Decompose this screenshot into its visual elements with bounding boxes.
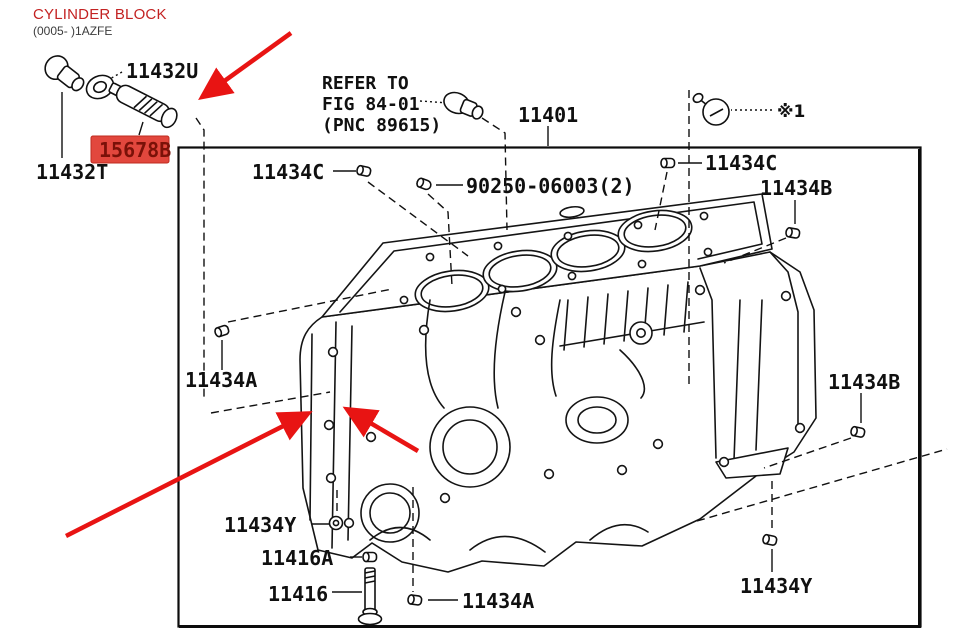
part-label-11434B-top[interactable]: 11434B: [760, 176, 832, 200]
part-label-11416A[interactable]: 11416A: [261, 546, 333, 570]
leader-solid-lines: [61, 71, 862, 601]
refer-note-line3: (PNC 89615): [322, 115, 441, 136]
red-arrow-long: [64, 411, 313, 539]
plug-icon-11434b-top[interactable]: [785, 227, 801, 239]
footnote-marker: ※1: [777, 102, 805, 122]
part-label-15678B[interactable]: 15678B: [99, 138, 171, 162]
part-label-11434A-left[interactable]: 11434A: [185, 368, 257, 392]
ring-gasket-icon-11434y[interactable]: [328, 515, 344, 531]
washer-icon[interactable]: [83, 71, 118, 103]
plug-icon-11434a-bottom[interactable]: [407, 594, 423, 606]
part-label-11434A-bottom[interactable]: 11434A: [462, 589, 534, 613]
plug-icon-11434c-right[interactable]: [660, 157, 676, 169]
part-label-11432T[interactable]: 11432T: [36, 160, 108, 184]
part-label-11434Y-bottom-right[interactable]: 11434Y: [740, 574, 812, 598]
plug-icon-11434a-left[interactable]: [214, 324, 230, 338]
part-label-11434C-left[interactable]: 11434C: [252, 160, 324, 184]
part-label-11401[interactable]: 11401: [518, 103, 578, 127]
plug-icon-11434y-right[interactable]: [762, 533, 778, 546]
page-subtitle: (0005- )1AZFE: [33, 24, 113, 39]
union-bolt-icon[interactable]: [40, 51, 89, 96]
pin-icon-90250[interactable]: [416, 177, 432, 191]
part-label-90250-06003[interactable]: 90250-06003(2): [466, 174, 635, 198]
oil-nozzle-icon[interactable]: [106, 79, 180, 130]
part-label-11416[interactable]: 11416: [268, 582, 328, 606]
taper-plug-icon[interactable]: [692, 92, 730, 126]
part-label-11434C-right[interactable]: 11434C: [705, 151, 777, 175]
plug-icon-11416a[interactable]: [362, 551, 378, 563]
refer-note-line1: REFER TO: [322, 73, 409, 94]
leader-dashed-lines: [195, 90, 948, 592]
refer-note-line2: FIG 84-01: [322, 94, 420, 115]
red-arrow-top: [198, 31, 293, 101]
cylinder-block-drawing: [299, 193, 817, 573]
part-label-11434B-right[interactable]: 11434B: [828, 370, 900, 394]
diagram-header: CYLINDER BLOCK (0005- )1AZFE: [33, 6, 167, 39]
page-title: CYLINDER BLOCK: [33, 6, 167, 23]
refer-sensor-icon[interactable]: [441, 89, 487, 123]
stud-bolt-icon-11416[interactable]: [357, 567, 383, 626]
part-label-11434Y-bottom-left[interactable]: 11434Y: [224, 513, 296, 537]
plug-icon-11434c-left[interactable]: [356, 164, 372, 177]
part-label-11432U[interactable]: 11432U: [126, 59, 198, 83]
highlighted-part-box[interactable]: [90, 135, 170, 164]
plug-icon-11434b-right[interactable]: [850, 425, 866, 438]
pointer-arrows: [64, 31, 420, 539]
red-arrow-mid: [342, 406, 420, 453]
